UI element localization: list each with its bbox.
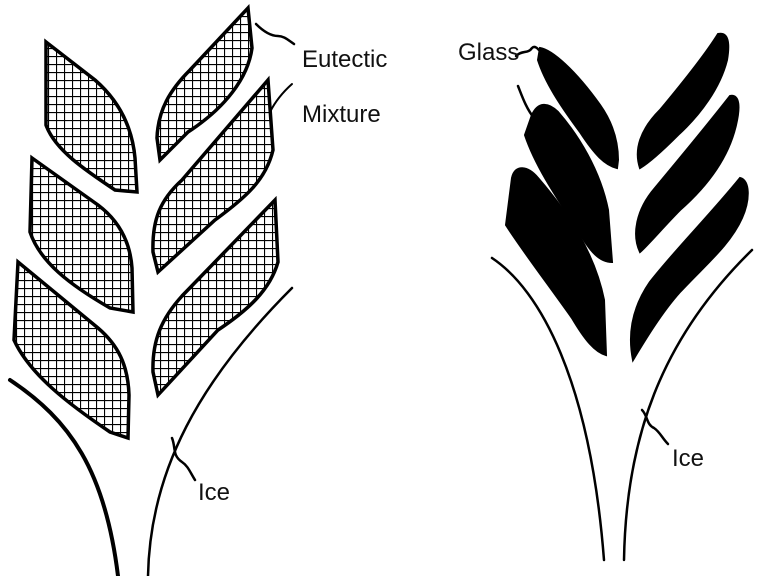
eutectic-leader-line-2 [270,84,292,112]
left-ice-leader-line [172,438,195,480]
eutectic-label-line2: Mixture [302,101,381,128]
eutectic-region-left-1 [46,42,137,192]
eutectic-label-line1: Eutectic [302,46,387,73]
glass-leader-line-2 [518,86,534,118]
left-ice-label: Ice [198,479,230,506]
right-ice-leader-line [642,410,668,444]
right-ice-label: Ice [672,445,704,472]
right-panel: Glass Ice [458,34,752,560]
glass-label: Glass [458,39,519,66]
left-panel: Eutectic Mixture Ice [10,8,387,576]
eutectic-leader-line [256,24,294,44]
